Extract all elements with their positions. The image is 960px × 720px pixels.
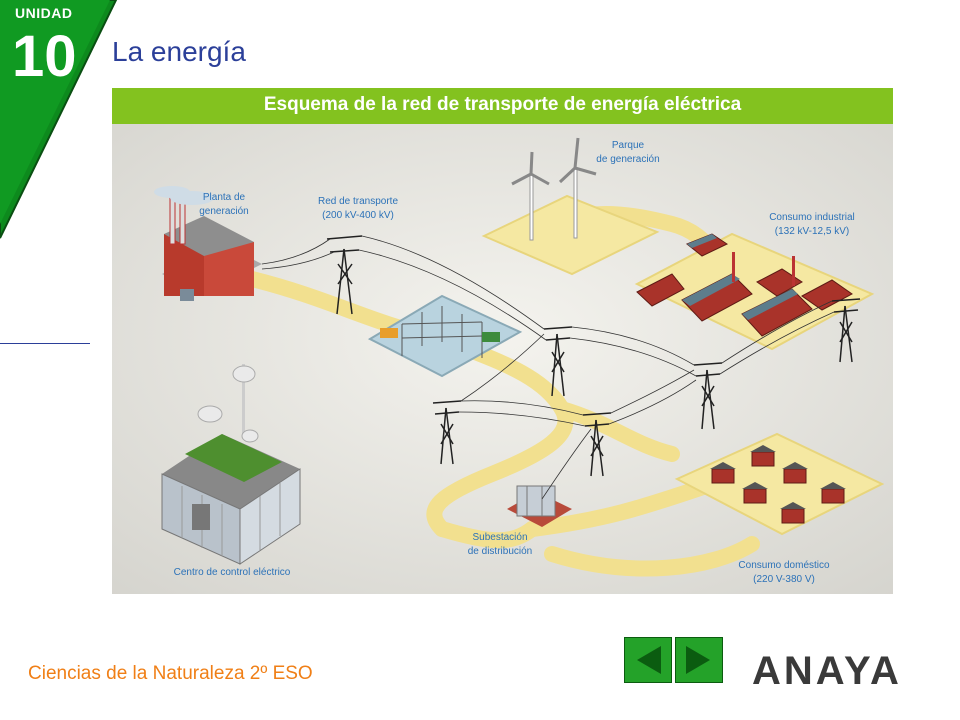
diagram-title-bar xyxy=(112,88,893,124)
residential-area xyxy=(674,432,885,536)
satellite-dish xyxy=(232,365,256,383)
page-title: La energía xyxy=(112,36,246,67)
anaya-logo: ANAYA xyxy=(752,649,902,688)
wind-turbine xyxy=(558,137,597,239)
control-center xyxy=(161,364,301,565)
power-lines xyxy=(261,235,835,500)
triangle-right-icon xyxy=(686,646,710,674)
label-domestico-line2: (220 V-380 V) xyxy=(753,574,815,585)
label-parque-line2: de generación xyxy=(596,154,659,165)
wind-farm-platform xyxy=(481,194,660,276)
industrial-area xyxy=(634,232,875,351)
pylon xyxy=(432,400,462,465)
triangle-left-icon xyxy=(637,646,661,674)
pylon xyxy=(326,235,363,315)
antenna-mast xyxy=(242,364,245,436)
satellite-dish xyxy=(241,429,259,443)
course-name: Ciencias de la Naturaleza 2º ESO xyxy=(28,663,313,684)
label-subestacion-line1: Subestación xyxy=(472,532,527,543)
next-button[interactable] xyxy=(675,637,723,683)
pylon xyxy=(543,326,573,397)
label-industrial-line2: (132 kV-12,5 kV) xyxy=(775,226,849,237)
distribution-substation xyxy=(507,485,572,527)
unit-corner-badge xyxy=(0,0,118,239)
label-red-line2: (200 kV-400 kV) xyxy=(322,210,394,221)
label-planta-line1: Planta de xyxy=(203,192,246,203)
power-plant xyxy=(154,186,262,301)
pylon xyxy=(831,298,861,363)
previous-button[interactable] xyxy=(624,637,672,683)
wind-turbine xyxy=(511,151,550,241)
side-divider xyxy=(0,343,90,344)
satellite-dish xyxy=(197,405,223,423)
unit-label: UNIDAD xyxy=(15,5,73,21)
label-industrial-line1: Consumo industrial xyxy=(769,212,855,223)
anaya-logo-text: ANAYA xyxy=(752,649,902,688)
label-planta-line2: generación xyxy=(199,206,248,217)
label-parque-line1: Parque xyxy=(612,140,645,151)
label-subestacion-line2: de distribución xyxy=(468,546,532,557)
diagram-title: Esquema de la red de transporte de energ… xyxy=(263,94,742,115)
label-red-line1: Red de transporte xyxy=(318,196,398,207)
pylon xyxy=(693,362,723,430)
transformer-station xyxy=(367,294,523,378)
label-domestico-line1: Consumo doméstico xyxy=(738,560,830,571)
label-control: Centro de control eléctrico xyxy=(174,567,291,578)
unit-number: 10 xyxy=(12,24,77,89)
pylon xyxy=(582,412,612,477)
transmission-towers xyxy=(326,235,861,477)
electric-grid-diagram: Planta de generación Red de transporte (… xyxy=(112,124,893,594)
